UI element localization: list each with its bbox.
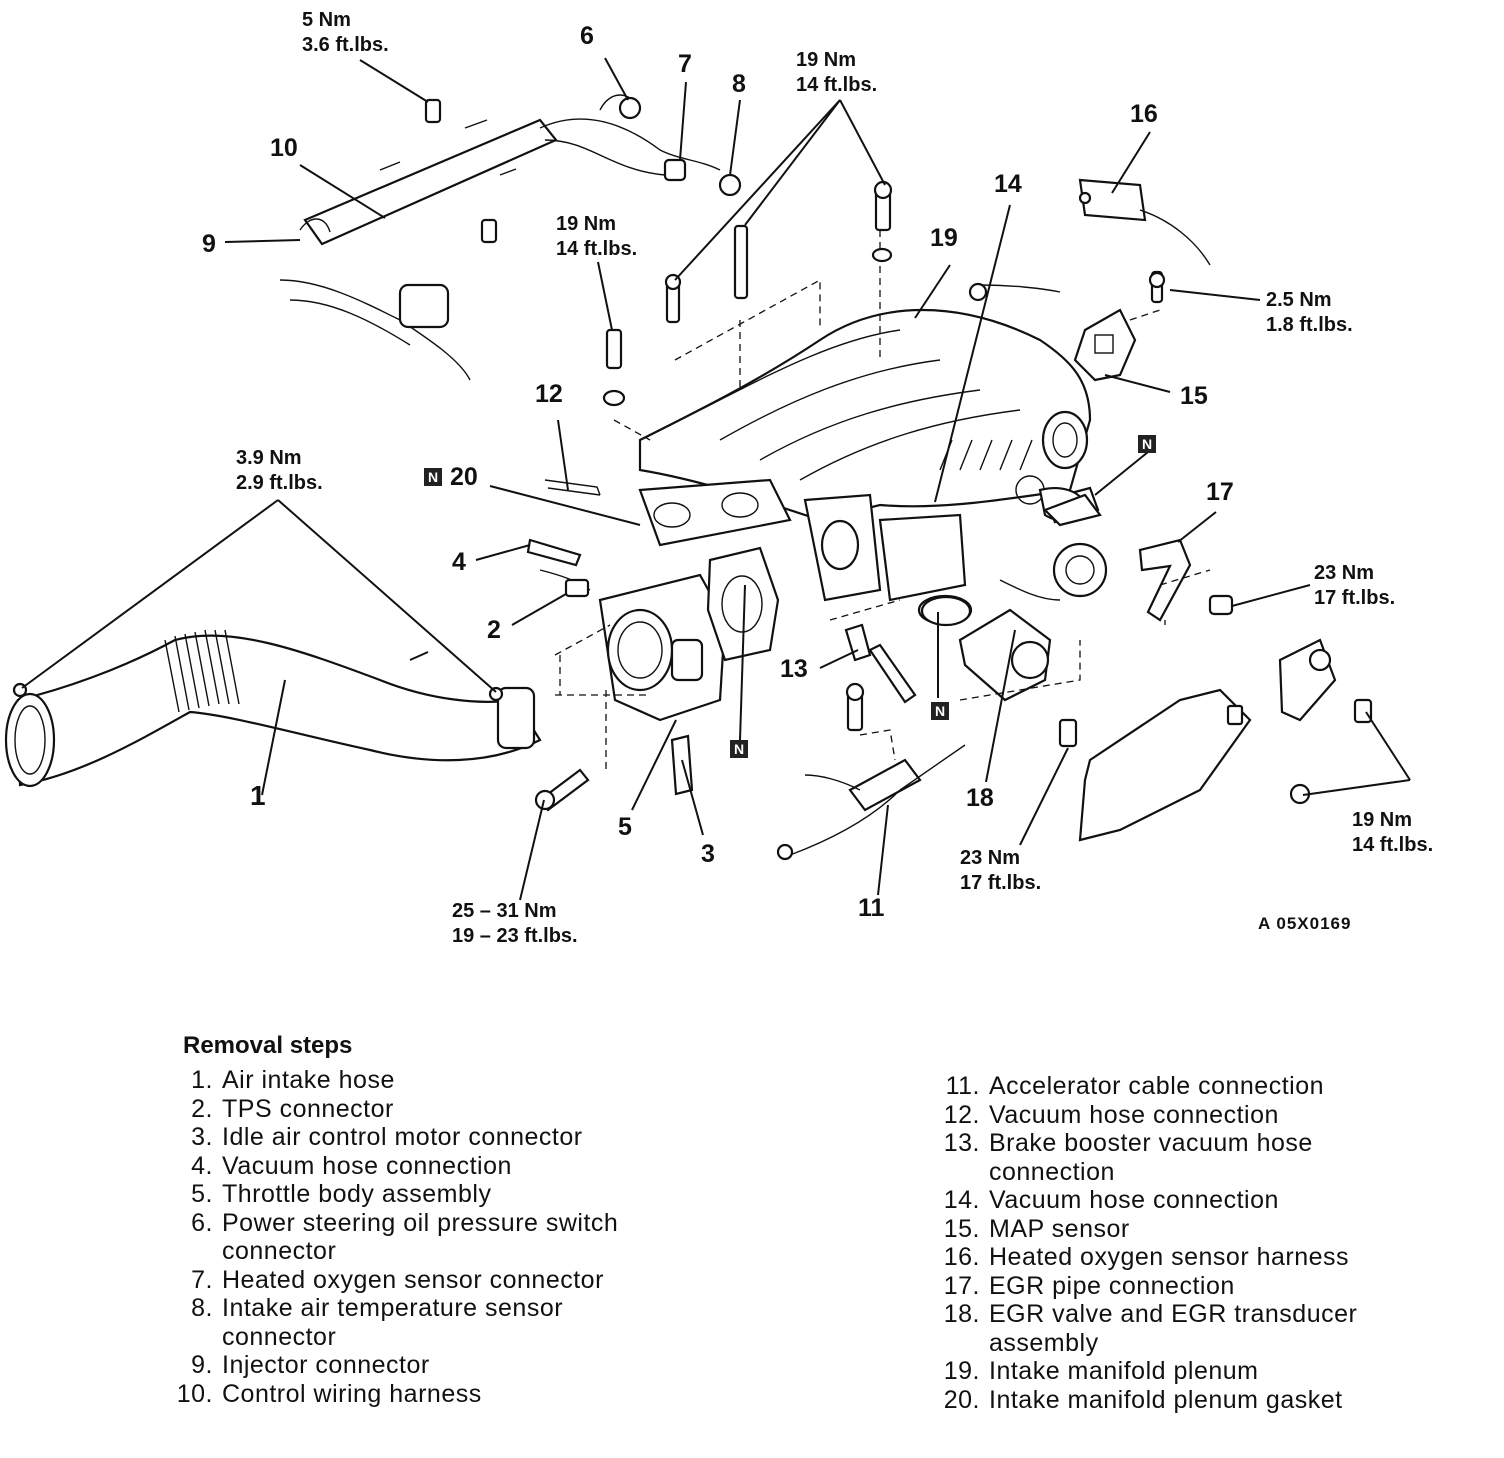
removal-step: 4.Vacuum hose connection bbox=[191, 1151, 512, 1180]
new-part-marker-throttle-gasket: N bbox=[730, 740, 748, 758]
callout-19: 19 bbox=[930, 224, 958, 252]
removal-step: 16.Heated oxygen sensor harness bbox=[943, 1243, 1350, 1271]
throttle-body-drawing bbox=[526, 538, 780, 812]
removal-step: 13.Brake booster vacuum hose connection bbox=[943, 1129, 1313, 1186]
callout-17: 17 bbox=[1206, 478, 1234, 506]
removal-steps-left-list: 1.Air intake hose 2.TPS connector 3.Idle… bbox=[160, 1066, 720, 1408]
diagram-artwork bbox=[4, 57, 1411, 901]
removal-step: 14.Vacuum hose connection bbox=[943, 1186, 1279, 1214]
removal-step: 7.Heated oxygen sensor connector bbox=[191, 1265, 604, 1294]
removal-step: 10.Control wiring harness bbox=[176, 1379, 482, 1408]
callout-20: 20 bbox=[450, 463, 478, 491]
air-intake-hose-drawing bbox=[4, 629, 542, 788]
gaskets-drawing bbox=[920, 493, 1102, 627]
removal-step: 2.TPS connector bbox=[191, 1094, 394, 1123]
removal-step: 20.Intake manifold plenum gasket bbox=[943, 1385, 1343, 1414]
accelerator-cable-drawing bbox=[776, 599, 966, 861]
callout-18: 18 bbox=[966, 784, 994, 812]
callout-1: 1 bbox=[250, 780, 266, 811]
callout-3: 3 bbox=[701, 840, 715, 868]
callout-2: 2 bbox=[487, 616, 501, 644]
leader-lines bbox=[21, 57, 1411, 901]
removal-step: 15.MAP sensor bbox=[943, 1214, 1130, 1243]
removal-steps-title: Removal steps bbox=[183, 1032, 353, 1059]
callout-5: 5 bbox=[618, 813, 632, 841]
removal-step: 12.Vacuum hose connection bbox=[943, 1100, 1279, 1129]
callout-8: 8 bbox=[732, 70, 746, 98]
removal-step: 17.EGR pipe connection bbox=[943, 1271, 1235, 1300]
removal-step: 19.Intake manifold plenum bbox=[943, 1357, 1259, 1385]
removal-step: 18.EGR valve and EGR transducer assembly bbox=[943, 1300, 1358, 1357]
callout-11: 11 bbox=[858, 894, 885, 922]
removal-step: 9.Injector connector bbox=[191, 1351, 430, 1379]
exploded-view-diagram: 1 2 3 4 5 6 7 8 9 10 11 12 13 14 15 16 1… bbox=[4, 9, 1434, 947]
callout-4: 4 bbox=[452, 548, 466, 576]
callout-15: 15 bbox=[1180, 382, 1208, 410]
callout-14: 14 bbox=[994, 170, 1022, 198]
new-part-marker-20: N bbox=[424, 468, 442, 486]
removal-step: 5.Throttle body assembly bbox=[191, 1180, 492, 1208]
new-part-marker-egr-valve-gasket: N bbox=[931, 702, 949, 720]
removal-step: 11.Accelerator cable connection bbox=[945, 1072, 1325, 1100]
callout-12: 12 bbox=[535, 380, 563, 408]
callout-9: 9 bbox=[202, 230, 216, 258]
removal-step: 1.Air intake hose bbox=[191, 1066, 395, 1094]
callout-10: 10 bbox=[270, 134, 298, 162]
removal-steps-right-list: 11.Accelerator cable connection 12.Vacuu… bbox=[928, 1072, 1448, 1414]
callout-7: 7 bbox=[678, 50, 692, 78]
control-wiring-harness-drawing bbox=[279, 94, 742, 381]
bracket-drawing bbox=[1078, 638, 1373, 842]
callout-6: 6 bbox=[580, 22, 594, 50]
intake-manifold-plenum-drawing bbox=[544, 180, 1100, 602]
removal-step: 6.Power steering oil pressure switch con… bbox=[191, 1208, 619, 1266]
oxygen-sensor-harness-drawing bbox=[968, 178, 1211, 302]
map-sensor-drawing bbox=[1073, 270, 1166, 382]
removal-step: 3.Idle air control motor connector bbox=[191, 1123, 583, 1151]
figure-reference: A 05X0169 bbox=[1258, 914, 1352, 933]
removal-step: 8.Intake air temperature sensor connecto… bbox=[191, 1294, 564, 1351]
callout-13: 13 bbox=[780, 655, 808, 683]
new-part-marker-egr-gasket: N bbox=[1138, 435, 1156, 453]
callout-16: 16 bbox=[1130, 100, 1158, 128]
